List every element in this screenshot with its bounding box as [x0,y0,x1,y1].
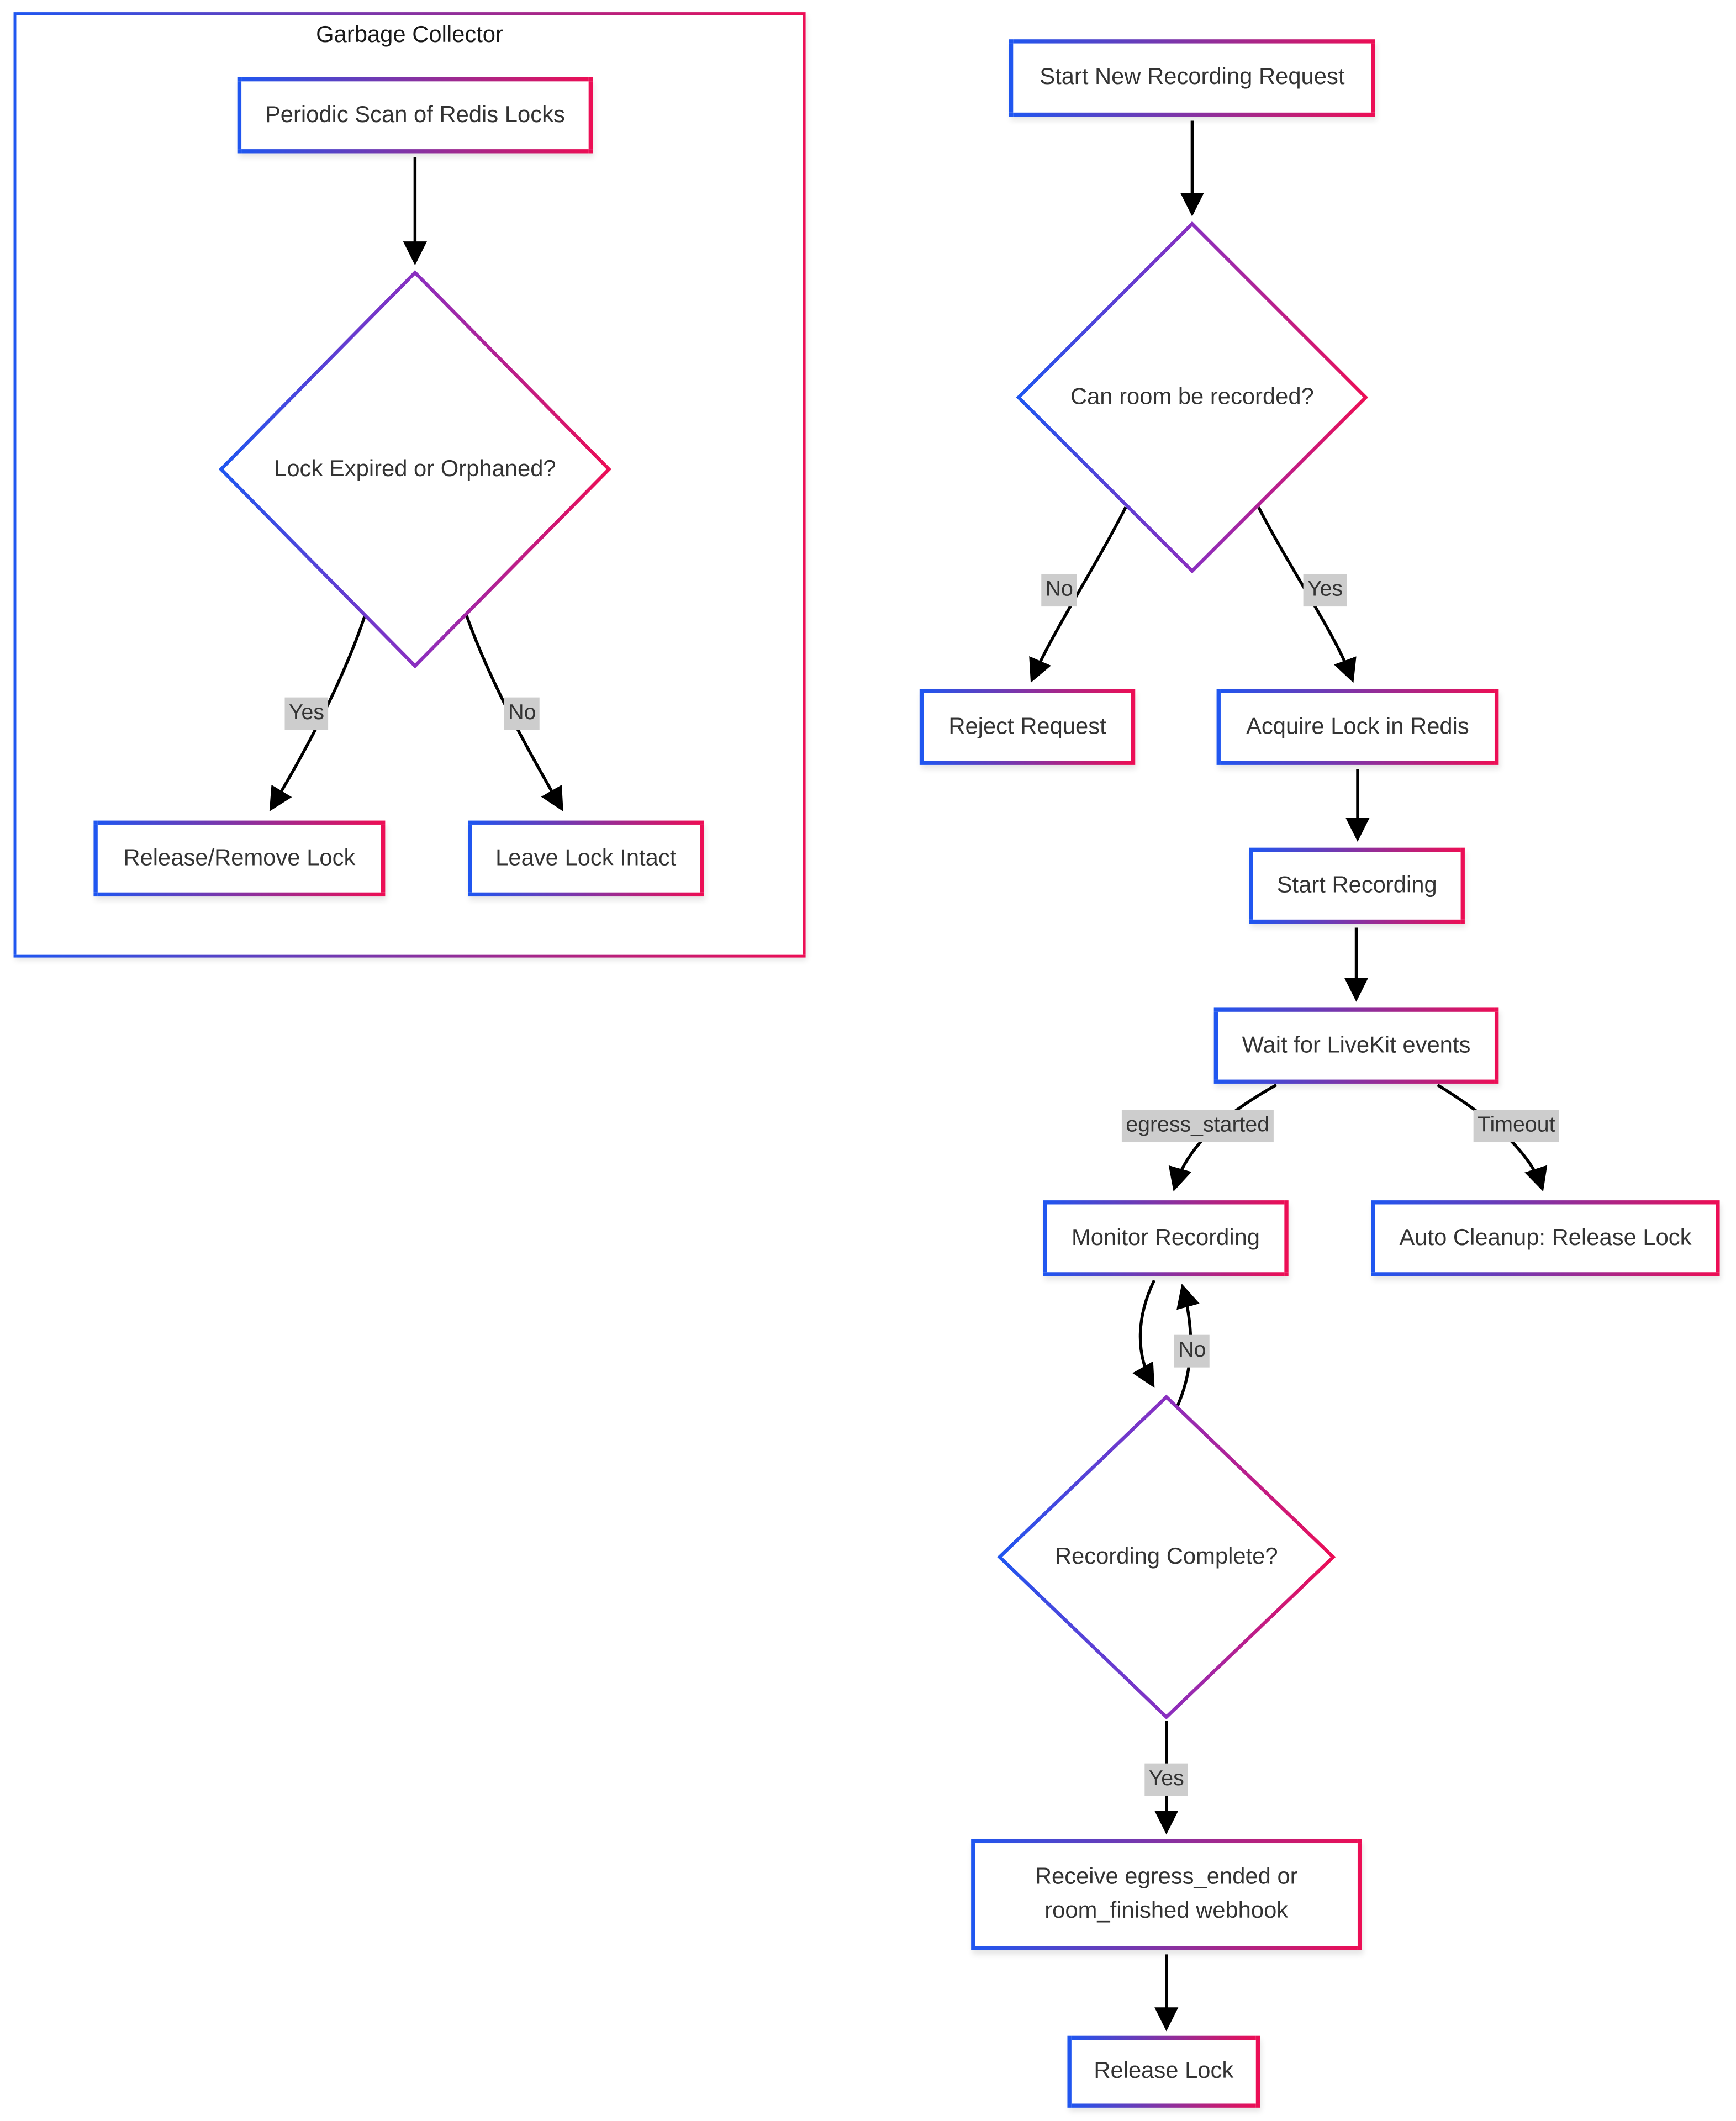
node-acquire-lock-in-redis-label: Acquire Lock in Redis [1246,713,1469,739]
edge-label-expired-no: No [504,697,540,730]
node-auto-cleanup-release-lock-label: Auto Cleanup: Release Lock [1399,1224,1692,1251]
node-reject-request: Reject Request [919,689,1136,765]
node-receive-webhook: Receive egress_ended or room_finished we… [971,1839,1362,1951]
node-start-recording: Start Recording [1249,847,1465,924]
node-receive-webhook-label: Receive egress_ended or room_finished we… [1035,1864,1298,1923]
edge-label-egress-started: egress_started [1121,1110,1274,1142]
node-release-lock-label: Release Lock [1094,2057,1234,2084]
node-monitor-recording: Monitor Recording [1043,1200,1289,1276]
diamond-can-record [1016,221,1369,574]
edge-label-loop-no: No [1174,1334,1210,1367]
node-start-new-recording-request: Start New Recording Request [1009,39,1375,117]
edge-label-expired-yes: Yes [284,697,329,730]
node-release-remove-lock-label: Release/Remove Lock [123,844,356,870]
node-monitor-recording-label: Monitor Recording [1071,1224,1260,1251]
node-start-new-recording-request-label: Start New Recording Request [1040,64,1345,90]
node-leave-lock-intact: Leave Lock Intact [468,820,704,897]
edge-label-can-record-no: No [1041,574,1078,606]
node-start-recording-label: Start Recording [1276,872,1437,898]
node-wait-for-livekit-events: Wait for LiveKit events [1213,1007,1499,1084]
node-periodic-scan: Periodic Scan of Redis Locks [237,77,593,154]
node-acquire-lock-in-redis: Acquire Lock in Redis [1216,689,1499,765]
node-leave-lock-intact-label: Leave Lock Intact [495,844,677,870]
node-release-lock: Release Lock [1067,2035,1260,2108]
diamond-can-record-label: Can room be recorded? [1070,383,1314,410]
edge-label-timeout: Timeout [1473,1110,1559,1142]
node-reject-request-label: Reject Request [948,713,1106,739]
edge-monitor-to-complete [1132,1279,1156,1388]
node-auto-cleanup-release-lock: Auto Cleanup: Release Lock [1371,1200,1720,1276]
node-periodic-scan-label: Periodic Scan of Redis Locks [265,101,565,128]
node-release-remove-lock: Release/Remove Lock [93,820,386,897]
diamond-lock-expired [218,270,612,669]
diamond-lock-expired-label: Lock Expired or Orphaned? [274,456,556,482]
edge-label-complete-yes: Yes [1144,1763,1189,1796]
diamond-recording-complete-label: Recording Complete? [1054,1543,1278,1570]
edge-label-can-record-yes: Yes [1303,574,1347,606]
diamond-recording-complete [997,1394,1336,1720]
subgraph-title: Garbage Collector [316,22,503,48]
node-wait-for-livekit-events-label: Wait for LiveKit events [1242,1031,1471,1058]
